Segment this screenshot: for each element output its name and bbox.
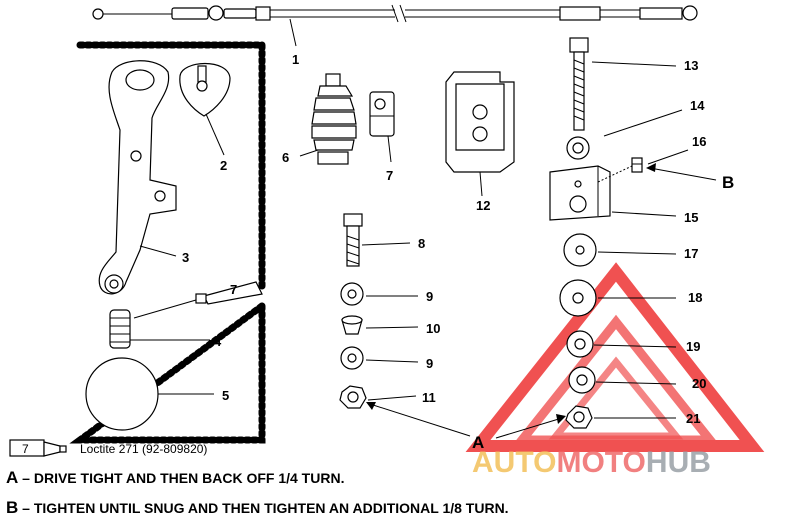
note-a-dash: – [22,470,30,486]
long-bolt [569,37,677,131]
callout-14: 14 [690,98,705,113]
washer-20 [568,366,677,394]
disc-part [85,357,214,431]
callout-4: 4 [214,334,222,349]
note-b-letter: B [6,498,19,517]
callout-13: 13 [684,58,698,73]
callout-6: 6 [282,150,289,165]
callout-19: 19 [686,339,700,354]
note-b: B – TIGHTEN UNTIL SNUG AND THEN TIGHTEN … [6,498,509,518]
legend-tube-number: 7 [22,442,29,456]
lock-plate [179,62,231,156]
note-a-text: DRIVE TIGHT AND THEN BACK OFF 1/4 TURN. [33,470,345,486]
callout-12: 12 [476,198,490,213]
marker-b-arrow [646,163,717,181]
locknut-right [495,405,676,439]
washer-18 [559,279,676,317]
rubber-boot [299,73,357,165]
callout-20: 20 [692,376,706,391]
thick-washer [566,109,683,160]
watermark-text: AUTOMOTOHUB [472,446,711,479]
watermark-moto: MOTO [556,446,645,479]
marker-b: B [722,173,734,192]
pivot-block [549,165,677,221]
washer-19 [566,330,677,358]
loctite-label: Loctite 271 (92-809820) [80,442,207,456]
callout-3: 3 [182,250,189,265]
note-a-letter: A [6,468,19,487]
flat-washer-upper [340,282,418,306]
note-b-dash: – [22,500,30,516]
callout-5: 5 [222,388,229,403]
callout-16: 16 [692,134,706,149]
watermark-hub: HUB [646,446,711,479]
flat-washer-lower [340,346,419,370]
callout-1: 1 [292,52,299,67]
callout-9-upper: 9 [426,289,433,304]
callout-7-boot: 7 [386,168,393,183]
locknut-left [339,385,471,437]
watermark-auto: AUTO [472,446,556,479]
callout-9-lower: 9 [426,356,433,371]
callout-11: 11 [422,390,436,405]
callout-10: 10 [426,321,440,336]
loctite-legend: 7 Loctite 271 (92-809820) [9,439,207,457]
bushing-part [109,309,210,349]
loctite-tube [133,281,263,319]
cable-clip [369,91,395,163]
control-cable [92,4,698,47]
note-a: A – DRIVE TIGHT AND THEN BACK OFF 1/4 TU… [6,468,344,488]
callout-21: 21 [686,411,700,426]
callout-18: 18 [688,290,702,305]
callout-8: 8 [418,236,425,251]
callout-2: 2 [220,158,227,173]
callout-17: 17 [684,246,698,261]
marker-a: A [472,433,484,452]
washer-17 [563,233,677,267]
set-screw [597,149,689,183]
mounting-plate [445,71,515,197]
shift-lever [98,60,177,295]
short-bolt [343,213,411,267]
callout-15: 15 [684,210,698,225]
callout-7-tube: 7 [230,282,237,297]
assembly-boundary [69,41,266,444]
note-b-text: TIGHTEN UNTIL SNUG AND THEN TIGHTEN AN A… [33,500,509,516]
flanged-bushing [341,315,419,335]
